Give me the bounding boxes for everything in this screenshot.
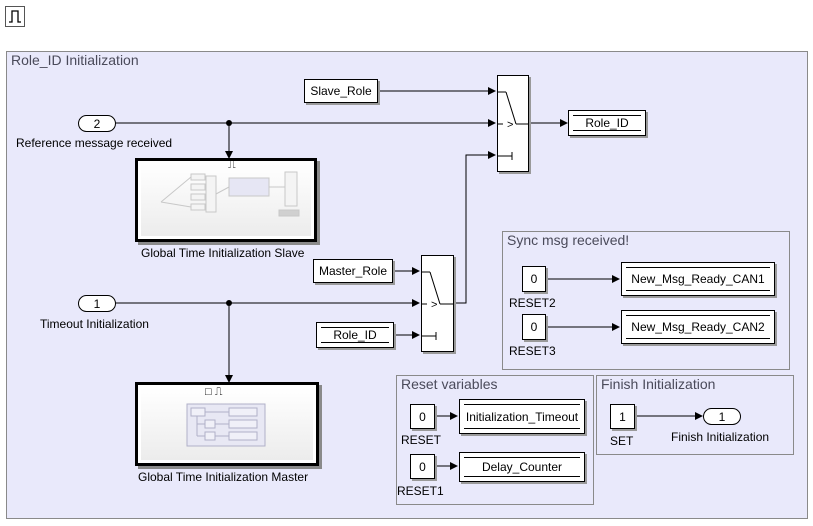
inport-1-label: Timeout Initialization (40, 317, 149, 331)
global-time-init-master-subsystem[interactable] (135, 382, 319, 466)
role-id-store-label: Role_ID (585, 116, 629, 130)
reset1-constant[interactable]: 0 (410, 454, 435, 479)
reset1-label: RESET1 (397, 484, 444, 498)
reset3-constant[interactable]: 0 (522, 314, 546, 340)
role-switch-block[interactable]: > (497, 75, 529, 172)
area-title-reset: Reset variables (401, 376, 498, 392)
switch-icon: > (498, 91, 528, 160)
new-msg-ready-can1-label: New_Msg_Ready_CAN1 (631, 272, 765, 286)
switch2-icon: > (422, 271, 453, 340)
new-msg-ready-can2-store[interactable]: New_Msg_Ready_CAN2 (621, 310, 775, 344)
inport-1[interactable]: 1 (78, 295, 116, 312)
reset-label: RESET (401, 433, 442, 447)
reset2-label: RESET2 (509, 296, 556, 310)
reset-constant[interactable]: 0 (410, 404, 435, 429)
reset3-label: RESET3 (509, 344, 556, 358)
slave-subsystem-label: Global Time Initialization Slave (141, 246, 305, 260)
subsystem-preview-icon-master (186, 403, 266, 447)
outport-1-number: 1 (718, 409, 726, 424)
area-sync-msg[interactable]: Sync msg received! (502, 231, 790, 370)
inport-1-number: 1 (93, 296, 101, 311)
area-title-finish: Finish Initialization (601, 376, 716, 392)
inport-2[interactable]: 2 (78, 115, 116, 132)
pulse-icon (9, 10, 21, 23)
master-role-constant[interactable]: Master_Role (313, 259, 393, 283)
outport-1[interactable]: 1 (703, 408, 741, 425)
master-switch-block[interactable]: > (421, 255, 454, 352)
global-time-init-slave-subsystem[interactable] (135, 158, 317, 242)
set-label: SET (610, 434, 634, 448)
slave-role-constant[interactable]: Slave_Role (304, 79, 378, 103)
role-switch-operator: > (507, 119, 513, 131)
delay-counter-store[interactable]: Delay_Counter (459, 452, 585, 482)
master-switch-operator: > (431, 299, 437, 311)
initialization-timeout-label: Initialization_Timeout (465, 409, 579, 424)
area-reset-variables[interactable]: Reset variables (396, 375, 594, 505)
role-id-store-write[interactable]: Role_ID (568, 110, 646, 136)
delay-counter-label: Delay_Counter (481, 460, 563, 474)
reset2-constant[interactable]: 0 (522, 266, 546, 292)
area-title-sync: Sync msg received! (507, 232, 630, 248)
pulse-toolbar-button[interactable] (5, 6, 25, 27)
subsystem-preview-icon (160, 171, 300, 217)
inport-2-label: Reference message received (16, 136, 173, 150)
role-id-store-read[interactable]: Role_ID (316, 322, 394, 348)
new-msg-ready-can1-store[interactable]: New_Msg_Ready_CAN1 (621, 262, 775, 296)
master-pulse-icon: □ ⎍ (205, 386, 223, 398)
initialization-timeout-store[interactable]: Initialization_Timeout (459, 399, 585, 434)
inport-2-number: 2 (93, 116, 101, 131)
slave-pulse-icon: ⎍ (228, 159, 236, 171)
set-constant[interactable]: 1 (610, 404, 635, 429)
new-msg-ready-can2-label: New_Msg_Ready_CAN2 (631, 320, 765, 334)
master-subsystem-label: Global Time Initialization Master (138, 470, 309, 484)
area-title-main: Role_ID Initialization (11, 52, 139, 68)
role-id-read-label: Role_ID (333, 328, 377, 342)
outport-1-label: Finish Initialization (671, 430, 770, 444)
